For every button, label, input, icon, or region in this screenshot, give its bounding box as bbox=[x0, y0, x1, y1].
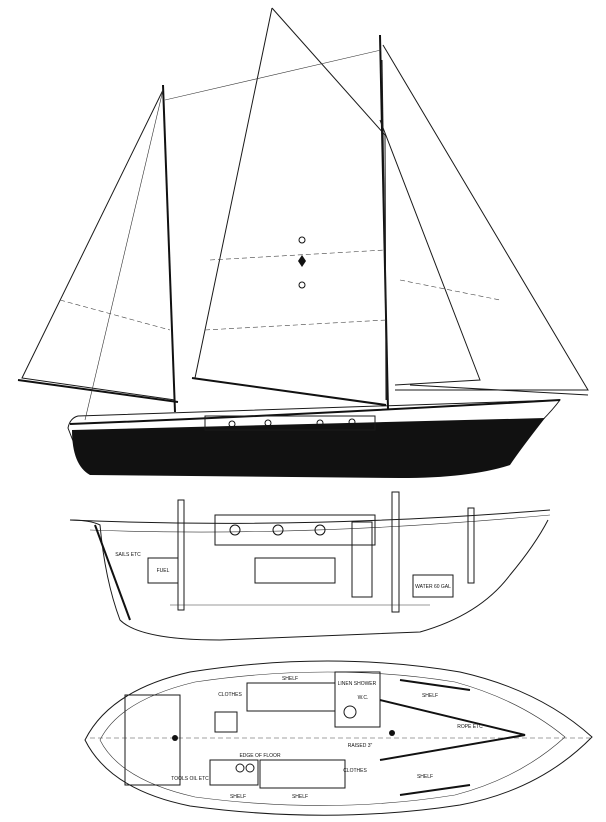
label-shelf-fwd-bottom: SHELF bbox=[417, 774, 433, 780]
label-rope: ROPE ETC bbox=[457, 724, 483, 730]
label-shelf-bottom2: SHELF bbox=[292, 794, 308, 800]
hull-black-bottom bbox=[72, 418, 545, 478]
label-tools: TOOLS OIL ETC bbox=[171, 776, 209, 782]
saloon-lockers bbox=[254, 557, 336, 584]
inboard-main-stub bbox=[391, 491, 400, 613]
head-compartment bbox=[334, 671, 381, 728]
toilet bbox=[343, 705, 357, 719]
galley bbox=[209, 759, 259, 786]
label-wc: W.C. bbox=[358, 695, 369, 701]
label-shower: SHOWER bbox=[354, 681, 377, 687]
inboard-sheer bbox=[69, 509, 551, 524]
inboard-sternpost bbox=[467, 507, 475, 584]
plan-hull-outline bbox=[84, 660, 593, 816]
sheer-line bbox=[69, 399, 561, 425]
main-sail bbox=[194, 7, 387, 401]
backstay bbox=[84, 89, 164, 421]
plan-deck-line bbox=[99, 671, 566, 806]
staysail bbox=[379, 119, 481, 386]
saloon-berth-bottom bbox=[259, 759, 346, 789]
forepeak-berths bbox=[379, 679, 526, 796]
triatic-stay bbox=[164, 49, 382, 101]
cabin-trunk bbox=[204, 415, 376, 431]
mast-step bbox=[389, 730, 395, 736]
companion-ladder bbox=[214, 711, 238, 733]
portholes bbox=[228, 418, 356, 428]
label-shelf-top: SHELF bbox=[282, 676, 298, 682]
aft-cockpit bbox=[124, 694, 181, 786]
centre-of-effort-marks bbox=[298, 236, 306, 289]
label-clothes-top: CLOTHES bbox=[218, 692, 242, 698]
main-boom bbox=[191, 377, 387, 406]
main-gaff bbox=[271, 7, 386, 136]
inboard-deck bbox=[89, 514, 551, 533]
label-linen: LINEN bbox=[338, 681, 353, 687]
jib bbox=[382, 44, 589, 391]
accommodation-plan: SHELF CLOTHES LINEN SHOWER W.C. SHELF RO… bbox=[84, 660, 593, 816]
mizzen-boom bbox=[17, 379, 179, 403]
label-water: WATER 60 GAL bbox=[415, 584, 451, 590]
stove-burner bbox=[235, 763, 245, 773]
label-sails: SAILS ETC bbox=[115, 552, 141, 558]
sail-plan bbox=[17, 7, 589, 478]
label-fuel: FUEL bbox=[157, 568, 170, 574]
label-shelf-fwd-top: SHELF bbox=[422, 693, 438, 699]
inboard-profile: SAILS ETC FUEL WATER 60 GAL bbox=[69, 491, 551, 641]
label-shelf-bottom: SHELF bbox=[230, 794, 246, 800]
rudder-head bbox=[172, 735, 178, 741]
inboard-mizzen-stub bbox=[177, 499, 185, 611]
label-edge-floor: EDGE OF FLOOR bbox=[239, 753, 281, 759]
cabin-house bbox=[214, 514, 376, 546]
stove-burner bbox=[245, 763, 255, 773]
cabin-door bbox=[351, 521, 373, 598]
fuel-tank bbox=[147, 557, 179, 584]
rudder-post bbox=[94, 524, 131, 621]
inboard-hull-outline bbox=[69, 519, 549, 641]
label-raised: RAISED 3" bbox=[348, 743, 373, 749]
mizzen-mast bbox=[162, 84, 176, 413]
saloon-berth-top bbox=[246, 682, 336, 712]
inboard-portholes bbox=[229, 524, 326, 536]
label-clothes-bottom: CLOTHES bbox=[343, 768, 367, 774]
water-tank bbox=[412, 574, 454, 598]
reef-lines bbox=[59, 249, 501, 331]
mizzen-sail bbox=[21, 89, 176, 401]
